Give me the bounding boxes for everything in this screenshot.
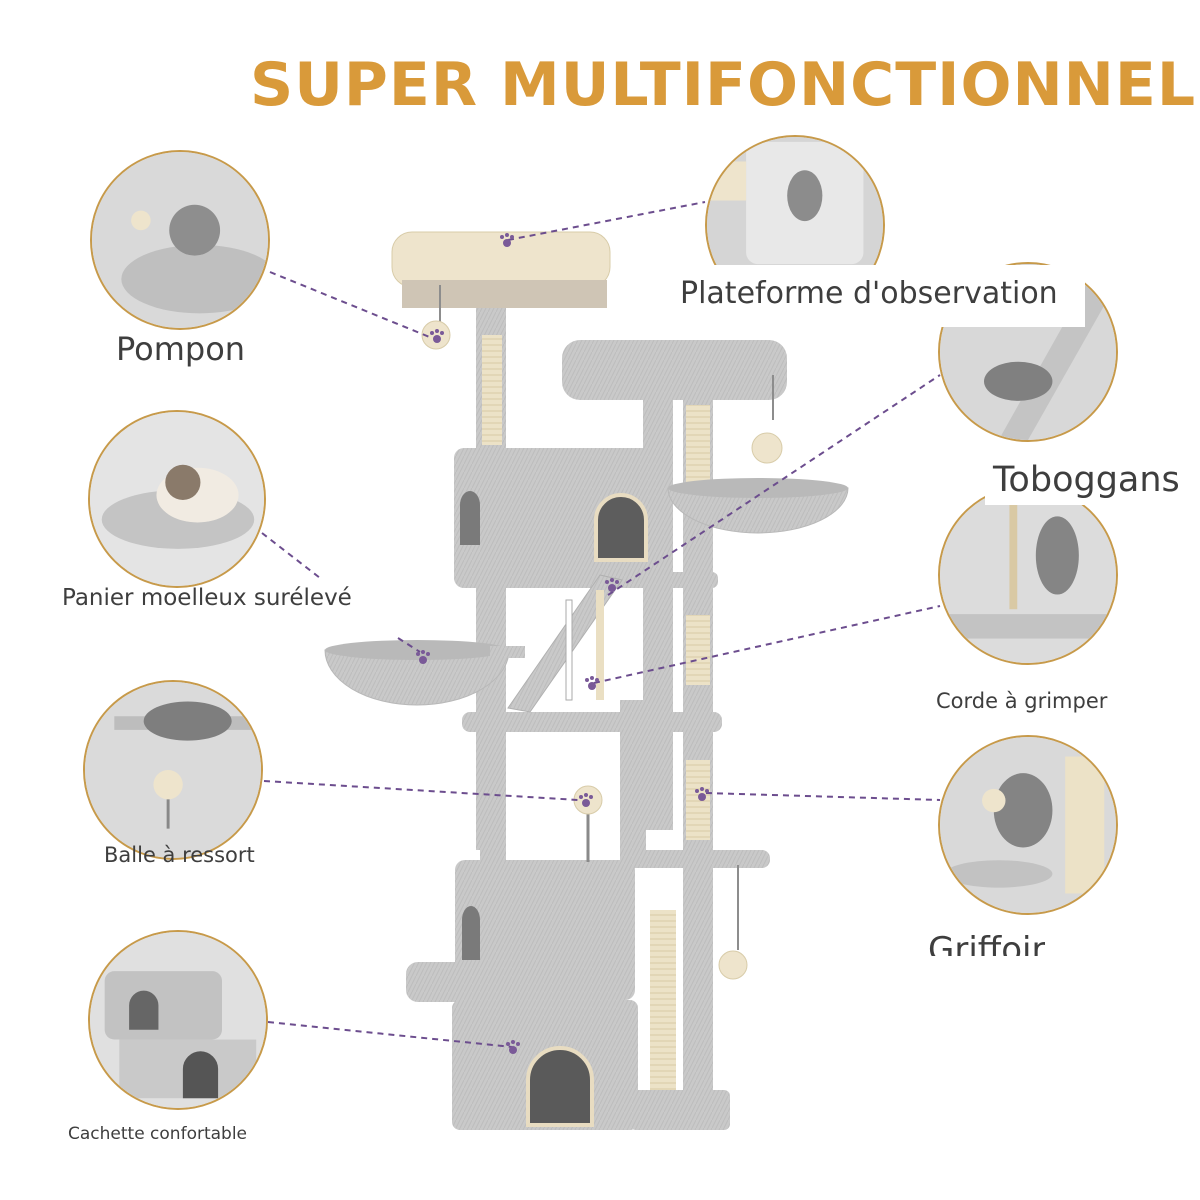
pompon-photo xyxy=(90,150,270,330)
griffoir-photo xyxy=(938,735,1118,915)
balle-label: Balle à ressort xyxy=(104,843,255,867)
balle-photo xyxy=(83,680,263,860)
pompon-label: Pompon xyxy=(116,330,246,368)
panier-label: Panier moelleux surélevé xyxy=(62,585,352,611)
page-title: SUPER MULTIFONCTIONNEL xyxy=(250,50,1197,120)
griffoir-label: Griffoir xyxy=(928,930,1046,956)
corde-photo xyxy=(938,485,1118,665)
toboggans-label: Toboggans xyxy=(993,460,1180,500)
corde-label: Corde à grimper xyxy=(936,689,1108,713)
plateforme-label: Plateforme d'observation xyxy=(680,276,1058,311)
cachette-label: Cachette confortable xyxy=(68,1124,248,1144)
cachette-photo xyxy=(88,930,268,1110)
panier-photo xyxy=(88,410,266,588)
